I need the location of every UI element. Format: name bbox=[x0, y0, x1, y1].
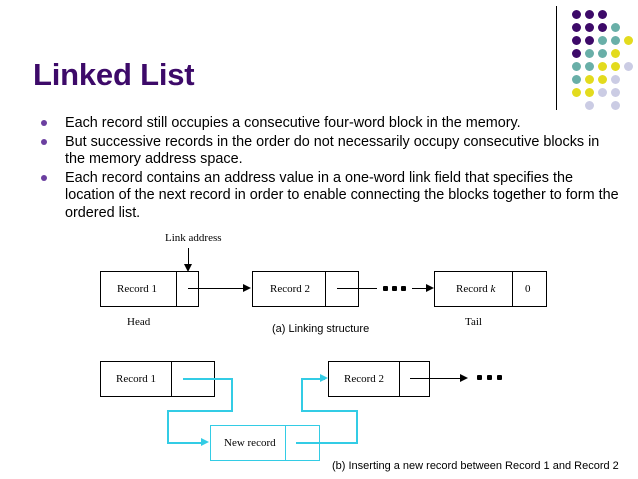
logo-dot bbox=[572, 75, 581, 84]
insert-path-2-seg-h2 bbox=[301, 410, 358, 412]
logo-dot bbox=[585, 62, 594, 71]
insert-path-1-seg-v bbox=[231, 378, 233, 412]
logo-dot bbox=[572, 36, 581, 45]
logo-dot bbox=[611, 62, 620, 71]
insert-path-2-seg-v bbox=[356, 410, 358, 444]
list-item-text: Each record contains an address value in… bbox=[65, 169, 619, 221]
bullet-point-icon bbox=[41, 138, 47, 145]
logo-dot bbox=[572, 62, 581, 71]
new-record-label: New record bbox=[224, 437, 276, 449]
diagram-a-caption: (a) Linking structure bbox=[272, 323, 370, 335]
ellipsis-dot-b bbox=[477, 375, 482, 380]
bullet-list: Each record still occupies a consecutive… bbox=[33, 115, 623, 223]
insert-path-1-arrowhead-icon bbox=[201, 438, 209, 446]
bullet-point-icon bbox=[41, 174, 47, 181]
logo-dot bbox=[611, 75, 620, 84]
insert-path-1-seg-h3 bbox=[167, 442, 203, 444]
list-item: But successive records in the order do n… bbox=[33, 134, 623, 169]
page-title: Linked List bbox=[33, 57, 195, 92]
logo-dot bbox=[585, 88, 594, 97]
record-1-label-b: Record 1 bbox=[116, 373, 157, 385]
ellipsis-dot bbox=[383, 286, 388, 291]
ellipsis-dot bbox=[392, 286, 397, 291]
link-address-pointer-line bbox=[188, 248, 190, 266]
logo-dot bbox=[572, 23, 581, 32]
record-k-link-field-divider bbox=[512, 271, 514, 307]
diagram-b-caption: (b) Inserting a new record between Recor… bbox=[332, 460, 619, 472]
logo-dot bbox=[611, 49, 620, 58]
record-1-link-field-divider-b bbox=[171, 361, 173, 397]
ellipsis-dot-b bbox=[487, 375, 492, 380]
record-1-block bbox=[100, 271, 199, 307]
link-arrow-3-head-icon bbox=[426, 284, 434, 292]
record-2-link-field-divider-b bbox=[399, 361, 401, 397]
logo-dot bbox=[585, 101, 594, 110]
logo-dot bbox=[611, 36, 620, 45]
logo-dot bbox=[585, 49, 594, 58]
logo-dot bbox=[611, 88, 620, 97]
ellipsis-dot bbox=[401, 286, 406, 291]
record-1-link-field-divider bbox=[176, 271, 178, 307]
brand-logo bbox=[556, 6, 638, 110]
link-arrow-1-head-icon bbox=[243, 284, 251, 292]
ellipsis-dot-b bbox=[497, 375, 502, 380]
list-item-text: But successive records in the order do n… bbox=[65, 133, 600, 168]
link-arrow-3-line bbox=[412, 288, 430, 290]
tail-arrow-head-icon-b bbox=[460, 374, 468, 382]
logo-dot bbox=[624, 62, 633, 71]
link-address-annotation: Link address bbox=[165, 232, 222, 244]
logo-dot bbox=[611, 101, 620, 110]
list-item: Each record contains an address value in… bbox=[33, 170, 623, 223]
record-1-label: Record 1 bbox=[117, 283, 158, 295]
logo-dot bbox=[585, 36, 594, 45]
logo-dot bbox=[598, 23, 607, 32]
logo-dot bbox=[598, 88, 607, 97]
logo-divider-line bbox=[556, 6, 557, 110]
logo-dot bbox=[598, 49, 607, 58]
logo-dot bbox=[585, 75, 594, 84]
logo-dot bbox=[585, 10, 594, 19]
record-k-link-value: 0 bbox=[525, 283, 531, 295]
insert-path-2-seg-v2 bbox=[301, 378, 303, 412]
logo-dot bbox=[572, 49, 581, 58]
tail-arrow-line-b bbox=[410, 378, 463, 380]
insert-path-2-arrowhead-icon bbox=[320, 374, 328, 382]
insert-path-1-seg-h2 bbox=[167, 410, 233, 412]
list-item: Each record still occupies a consecutive… bbox=[33, 115, 623, 133]
logo-dot bbox=[585, 23, 594, 32]
logo-dot bbox=[598, 10, 607, 19]
record-2-link-field-divider bbox=[325, 271, 327, 307]
logo-dot bbox=[572, 10, 581, 19]
record-k-block bbox=[434, 271, 547, 307]
link-address-arrowhead-icon bbox=[184, 264, 192, 272]
record-k-label: Record k bbox=[456, 283, 496, 295]
record-1-block-b bbox=[100, 361, 215, 397]
record-2-label-b: Record 2 bbox=[344, 373, 385, 385]
logo-dot bbox=[572, 88, 581, 97]
list-item-text: Each record still occupies a consecutive… bbox=[65, 115, 521, 131]
link-arrow-1-line bbox=[188, 288, 246, 290]
link-arrow-2-line bbox=[337, 288, 377, 290]
logo-dot bbox=[624, 36, 633, 45]
record-2-label: Record 2 bbox=[270, 283, 311, 295]
insert-path-1-seg-v2 bbox=[167, 410, 169, 444]
head-label: Head bbox=[127, 316, 151, 328]
logo-dot bbox=[611, 23, 620, 32]
insert-path-2-seg-h3 bbox=[301, 378, 325, 380]
tail-label: Tail bbox=[465, 316, 482, 328]
insert-path-1-seg-h bbox=[183, 378, 233, 380]
logo-dot bbox=[598, 62, 607, 71]
logo-dot bbox=[598, 75, 607, 84]
logo-dot bbox=[598, 36, 607, 45]
bullet-point-icon bbox=[41, 120, 47, 126]
new-record-link-field-divider bbox=[285, 425, 287, 461]
insert-path-2-seg-h bbox=[296, 442, 358, 444]
